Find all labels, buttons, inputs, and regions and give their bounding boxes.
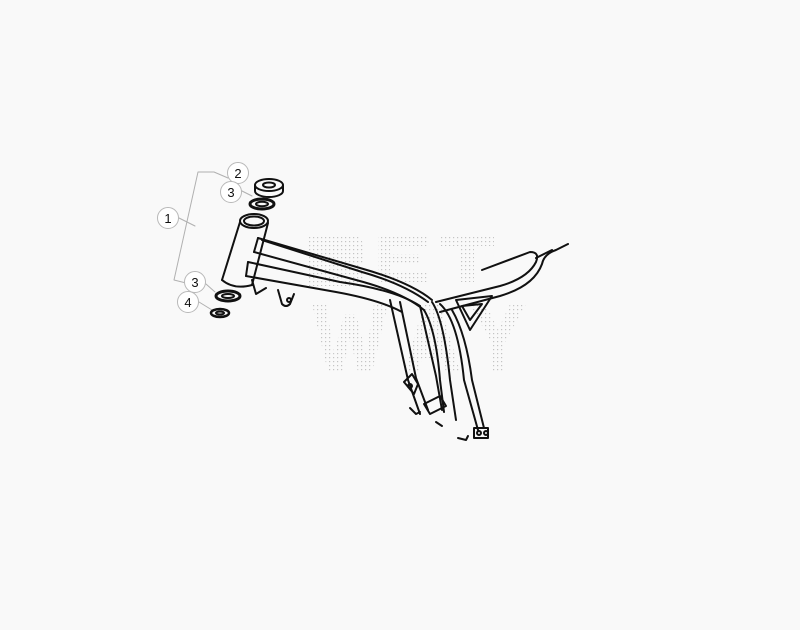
part-2-cover <box>254 178 284 198</box>
callout-1: 1 <box>157 207 179 229</box>
down-tube <box>245 261 421 313</box>
bracket-left <box>251 279 267 295</box>
part-3-lower-bearing <box>214 289 242 303</box>
callout-3-lower: 3 <box>184 271 206 293</box>
engine-mounts <box>403 373 489 441</box>
callout-3-upper: 3 <box>220 181 242 203</box>
head-tube <box>221 213 269 288</box>
bracket-mount <box>277 289 295 307</box>
part-3-upper-bearing <box>248 197 276 211</box>
part-4-seal <box>209 307 231 319</box>
main-spars <box>389 299 485 431</box>
leader-lines <box>173 171 253 311</box>
rear-subframe <box>435 243 569 331</box>
bracket-hole <box>286 297 292 303</box>
callout-4: 4 <box>177 291 199 313</box>
